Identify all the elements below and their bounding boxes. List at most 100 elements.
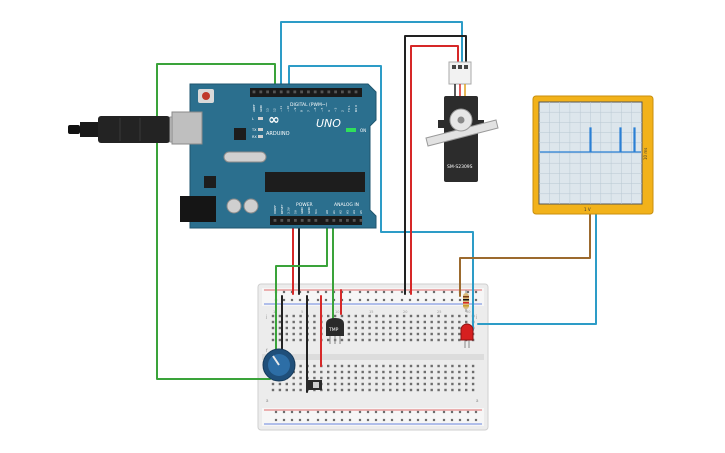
breadboard-hole[interactable] xyxy=(444,382,447,386)
breadboard-hole[interactable] xyxy=(409,376,413,380)
digital-pin-hole[interactable] xyxy=(286,90,290,94)
breadboard-hole[interactable] xyxy=(416,364,420,368)
breadboard-hole[interactable] xyxy=(375,370,378,374)
breadboard-hole[interactable] xyxy=(333,364,337,368)
rail-hole[interactable] xyxy=(348,410,352,414)
rail-hole[interactable] xyxy=(274,418,278,422)
breadboard-hole[interactable] xyxy=(409,364,413,368)
power-pin-hole[interactable] xyxy=(307,219,311,222)
breadboard-hole[interactable] xyxy=(340,314,344,318)
rail-hole[interactable] xyxy=(324,298,328,302)
breadboard-hole[interactable] xyxy=(402,388,406,392)
breadboard-hole[interactable] xyxy=(430,320,433,324)
breadboard-hole[interactable] xyxy=(389,370,392,374)
breadboard-hole[interactable] xyxy=(458,364,461,368)
breadboard-hole[interactable] xyxy=(271,388,275,392)
breadboard-hole[interactable] xyxy=(278,320,282,324)
breadboard-hole[interactable] xyxy=(347,364,351,368)
breadboard-hole[interactable] xyxy=(299,332,302,336)
breadboard-hole[interactable] xyxy=(299,314,302,318)
breadboard-hole[interactable] xyxy=(382,314,385,318)
breadboard-hole[interactable] xyxy=(382,364,385,368)
breadboard-hole[interactable] xyxy=(458,382,461,386)
breadboard-hole[interactable] xyxy=(465,314,468,318)
rail-hole[interactable] xyxy=(450,290,454,294)
breadboard-hole[interactable] xyxy=(354,382,357,386)
breadboard-hole[interactable] xyxy=(354,320,357,324)
rail-hole[interactable] xyxy=(358,290,362,294)
breadboard-hole[interactable] xyxy=(437,326,440,330)
breadboard-hole[interactable] xyxy=(313,364,316,368)
digital-pin-hole[interactable] xyxy=(293,90,297,94)
rail-hole[interactable] xyxy=(332,410,336,414)
breadboard-hole[interactable] xyxy=(402,382,406,386)
rail-hole[interactable] xyxy=(474,298,478,302)
breadboard-hole[interactable] xyxy=(409,338,413,342)
breadboard-hole[interactable] xyxy=(423,376,426,380)
breadboard-hole[interactable] xyxy=(292,326,295,330)
rail-hole[interactable] xyxy=(306,290,310,294)
breadboard-hole[interactable] xyxy=(465,320,468,324)
servo-icon[interactable]: SM-S2309S xyxy=(425,61,499,182)
rail-hole[interactable] xyxy=(474,410,478,414)
breadboard-hole[interactable] xyxy=(368,338,371,342)
breadboard-hole[interactable] xyxy=(361,332,364,336)
rail-hole[interactable] xyxy=(340,410,344,414)
rail-hole[interactable] xyxy=(416,290,420,294)
breadboard-hole[interactable] xyxy=(278,338,282,342)
breadboard-hole[interactable] xyxy=(451,388,454,392)
rail-hole[interactable] xyxy=(348,298,352,302)
breadboard-hole[interactable] xyxy=(375,314,378,318)
analog-pin-hole[interactable] xyxy=(359,219,363,222)
breadboard-hole[interactable] xyxy=(458,320,461,324)
rail-hole[interactable] xyxy=(408,418,412,422)
rail-hole[interactable] xyxy=(400,410,404,414)
digital-pin-hole[interactable] xyxy=(320,90,324,94)
breadboard-hole[interactable] xyxy=(437,338,440,342)
rail-hole[interactable] xyxy=(466,410,470,414)
breadboard-hole[interactable] xyxy=(375,332,378,336)
breadboard-hole[interactable] xyxy=(423,332,426,336)
breadboard-hole[interactable] xyxy=(430,326,433,330)
rail-hole[interactable] xyxy=(442,290,446,294)
breadboard-hole[interactable] xyxy=(382,388,385,392)
breadboard-hole[interactable] xyxy=(354,314,357,318)
rail-hole[interactable] xyxy=(382,418,386,422)
rail-hole[interactable] xyxy=(474,290,478,294)
rail-hole[interactable] xyxy=(400,290,404,294)
rail-hole[interactable] xyxy=(298,410,302,414)
digital-pin-hole[interactable] xyxy=(252,90,256,94)
digital-pin-hole[interactable] xyxy=(327,90,331,94)
breadboard-hole[interactable] xyxy=(430,314,433,318)
breadboard-hole[interactable] xyxy=(313,332,316,336)
digital-pin-hole[interactable] xyxy=(313,90,317,94)
rail-hole[interactable] xyxy=(450,418,454,422)
breadboard-hole[interactable] xyxy=(402,326,406,330)
breadboard-hole[interactable] xyxy=(299,382,302,386)
breadboard-hole[interactable] xyxy=(409,314,413,318)
breadboard-hole[interactable] xyxy=(471,388,475,392)
wire-blue-servo-signal[interactable] xyxy=(280,21,463,93)
breadboard-hole[interactable] xyxy=(368,314,371,318)
breadboard-hole[interactable] xyxy=(313,338,316,342)
breadboard-hole[interactable] xyxy=(402,364,406,368)
wire-green-pot-signal[interactable] xyxy=(156,63,276,380)
breadboard-hole[interactable] xyxy=(389,320,392,324)
breadboard-hole[interactable] xyxy=(409,370,413,374)
breadboard-hole[interactable] xyxy=(430,376,433,380)
breadboard-hole[interactable] xyxy=(292,314,295,318)
breadboard-hole[interactable] xyxy=(354,364,357,368)
rail-hole[interactable] xyxy=(358,418,362,422)
rail-hole[interactable] xyxy=(324,290,328,294)
breadboard-hole[interactable] xyxy=(271,320,275,324)
breadboard-hole[interactable] xyxy=(437,382,440,386)
rail-hole[interactable] xyxy=(374,418,378,422)
breadboard-hole[interactable] xyxy=(416,370,420,374)
breadboard-hole[interactable] xyxy=(292,382,295,386)
breadboard-hole[interactable] xyxy=(416,338,420,342)
breadboard-hole[interactable] xyxy=(285,320,288,324)
breadboard-hole[interactable] xyxy=(458,376,461,380)
breadboard-hole[interactable] xyxy=(320,370,323,374)
breadboard-hole[interactable] xyxy=(451,364,454,368)
breadboard-hole[interactable] xyxy=(451,370,454,374)
